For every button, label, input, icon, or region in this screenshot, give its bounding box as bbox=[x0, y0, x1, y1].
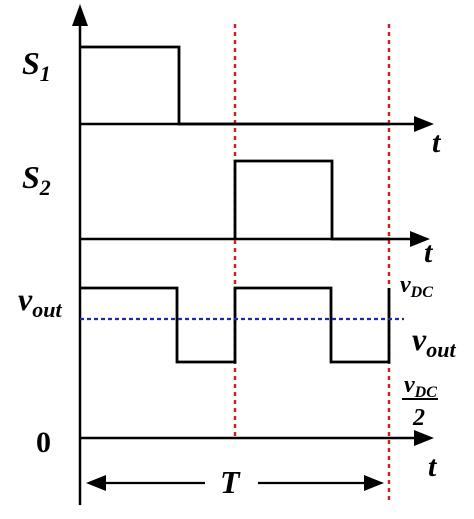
vout-waveform bbox=[80, 286, 391, 364]
label-period: T bbox=[220, 464, 241, 500]
label-vdc-half-numerator: vDC bbox=[404, 372, 437, 401]
label-t-vout: t bbox=[428, 450, 438, 483]
label-s2: S2 bbox=[22, 159, 51, 200]
label-zero: 0 bbox=[36, 426, 51, 459]
time-axis-s1-arrow bbox=[414, 116, 434, 132]
label-vdc-half-denominator: 2 bbox=[412, 405, 425, 431]
period-arrowhead-right bbox=[364, 475, 384, 491]
time-axis-vout-arrow bbox=[414, 430, 434, 446]
s1-waveform bbox=[80, 45, 390, 126]
label-t-s2: t bbox=[424, 236, 434, 269]
period-arrowhead-left bbox=[86, 475, 106, 491]
s2-waveform bbox=[233, 159, 390, 241]
vertical-axis-arrow bbox=[72, 4, 88, 26]
label-vout: vout bbox=[18, 281, 62, 322]
label-vout-average: vout bbox=[412, 321, 456, 362]
label-s1: S1 bbox=[22, 45, 51, 86]
label-vdc: vDC bbox=[400, 272, 433, 301]
time-axis-s2-arrow bbox=[410, 231, 430, 247]
label-t-s1: t bbox=[432, 126, 442, 159]
